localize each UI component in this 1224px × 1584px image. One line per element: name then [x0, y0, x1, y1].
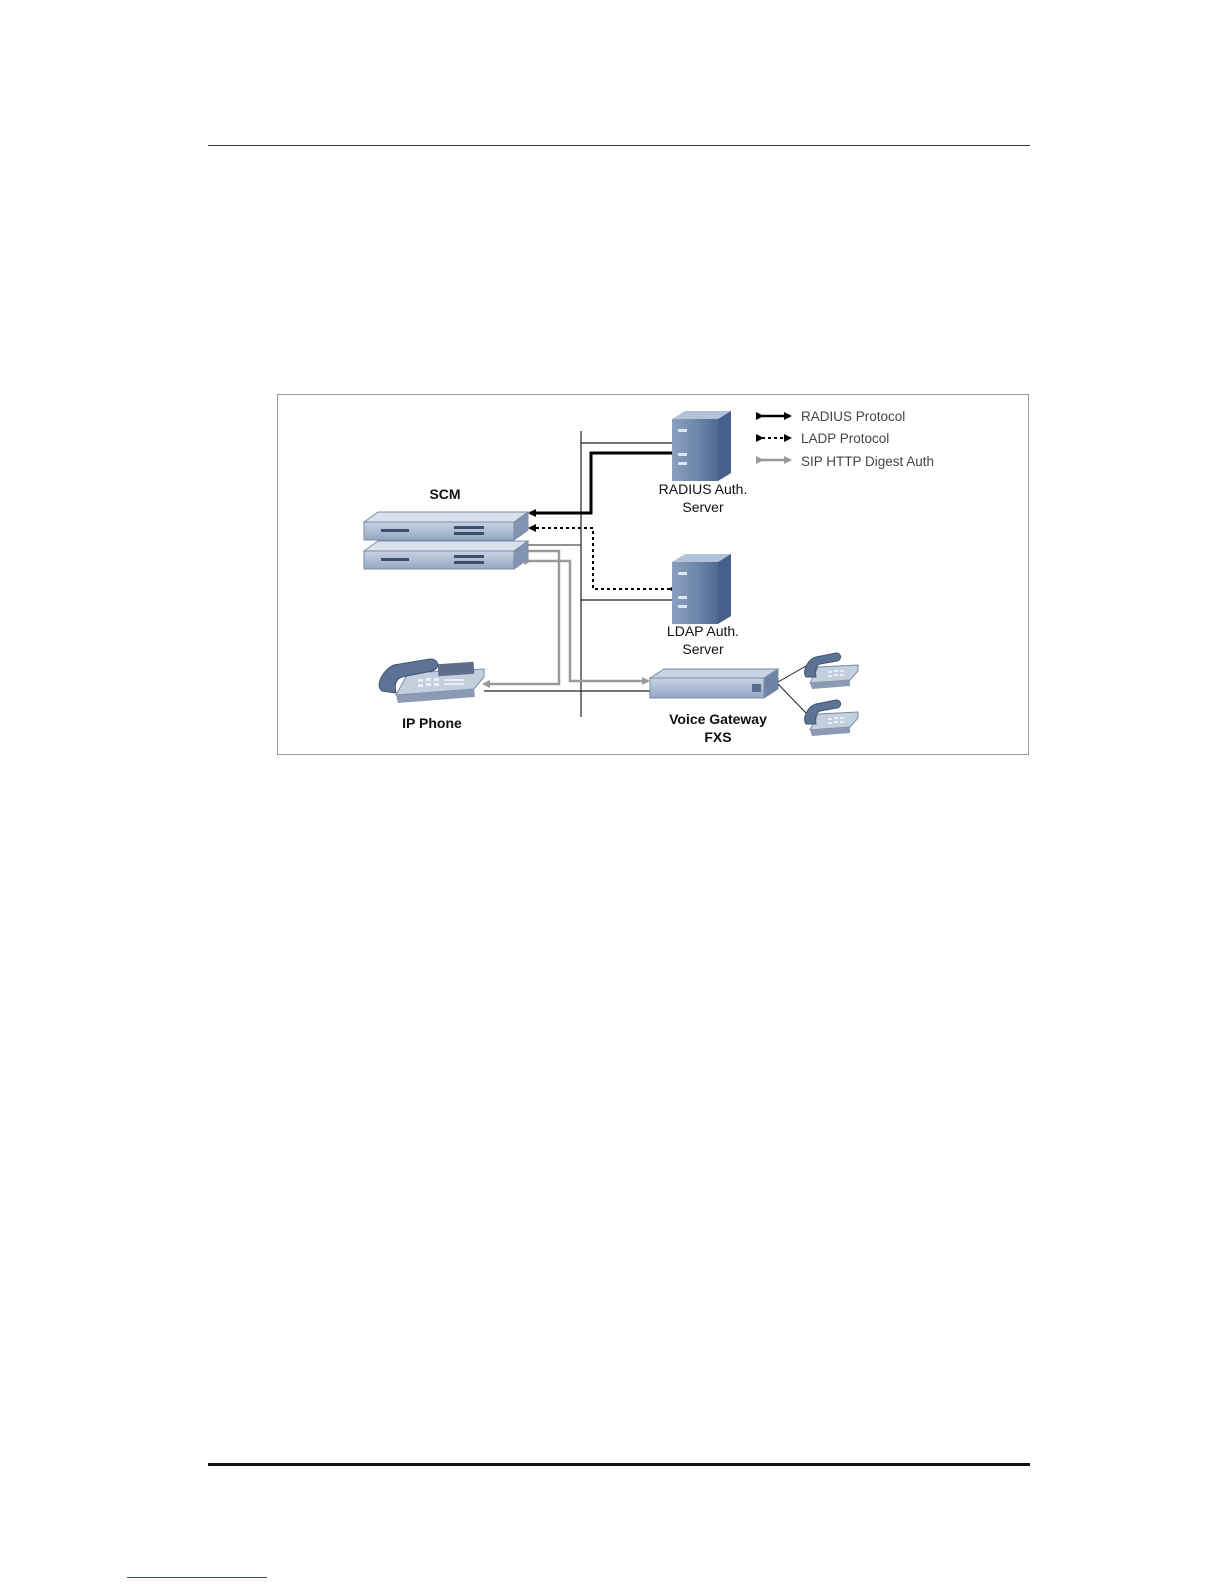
voice-gateway-icon: [650, 669, 778, 698]
scm-label: SCM: [429, 486, 460, 502]
scm-device: [364, 512, 528, 569]
footer-rule: [208, 1463, 1030, 1466]
radius-server-label-1: RADIUS Auth.: [659, 481, 748, 497]
radius-flow: [530, 453, 670, 513]
analog-phone-icon: [805, 700, 858, 736]
sip-flow-phone: [484, 551, 559, 684]
ip-phone-label: IP Phone: [402, 715, 462, 731]
voice-gateway-label-1: Voice Gateway: [669, 711, 767, 727]
ldap-server-label-1: LDAP Auth.: [667, 623, 739, 639]
analog-phone-icon: [805, 653, 858, 689]
sip-flow-gateway: [530, 561, 648, 681]
diagram-canvas: SCM RADIUS Auth. Server LDAP Auth. Serve…: [278, 395, 1028, 754]
authentication-diagram: SCM RADIUS Auth. Server LDAP Auth. Serve…: [277, 394, 1029, 755]
ip-phone-icon: [379, 659, 484, 703]
legend-sip-label: SIP HTTP Digest Auth: [801, 454, 934, 469]
ldap-server-label-2: Server: [682, 641, 724, 657]
legend-radius-label: RADIUS Protocol: [801, 409, 905, 424]
ldap-server-icon: [672, 554, 731, 624]
ldap-flow: [530, 528, 670, 589]
legend-ldap-label: LADP Protocol: [801, 431, 889, 446]
header-rule: [208, 145, 1030, 146]
radius-server-icon: [672, 411, 731, 481]
radius-server-label-2: Server: [682, 499, 724, 515]
voice-gateway-label-2: FXS: [704, 729, 731, 745]
fxs-line-1: [778, 666, 806, 682]
fxs-line-2: [778, 684, 806, 713]
footer-link-underline[interactable]: [127, 1577, 267, 1578]
legend: RADIUS Protocol LADP Protocol SIP HTTP D…: [762, 409, 934, 469]
